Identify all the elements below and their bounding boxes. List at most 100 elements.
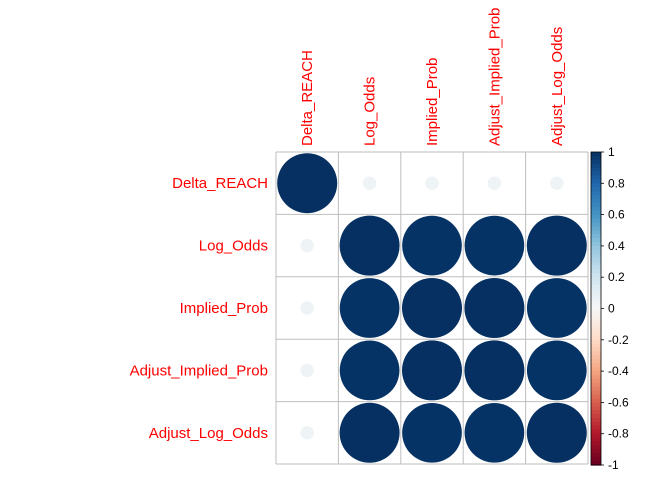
color-legend-band [591,367,601,372]
correlation-cells [277,153,587,463]
color-legend-tick-label: 0.2 [608,270,625,284]
corr-circle-Log_Odds-Adjust_Log_Odds [526,215,587,276]
color-legend-band [591,249,601,255]
color-legend-tick-label: -0.4 [608,364,629,378]
color-legend-band [591,198,601,204]
color-legend-band [591,410,601,415]
color-legend-band [591,355,601,360]
corr-circle-Log_Odds-Delta_REACH [300,238,314,253]
color-legend-band [591,386,601,392]
column-label: Delta_REACH [299,50,316,146]
color-legend-band [591,320,601,325]
color-legend-band [591,308,601,314]
color-legend-tick-label: 0.8 [608,176,625,190]
color-legend-band [591,222,601,227]
color-legend-band [591,441,601,447]
color-legend-band [591,257,601,263]
color-legend-tick-label: 0.6 [608,208,625,222]
color-legend-band [591,195,601,200]
color-legend-band [591,328,601,333]
color-legend-band [591,335,601,341]
color-legend-band [591,187,601,192]
corr-circle-Adjust_Log_Odds-Delta_REACH [300,426,314,440]
corr-circle-Log_Odds-Adjust_Implied_Prob [464,215,525,276]
color-legend-band [591,418,601,423]
corr-circle-Adjust_Implied_Prob-Delta_REACH [300,363,314,378]
color-legend-band [591,390,601,396]
color-legend-band [591,171,601,177]
color-legend-band [591,425,601,431]
color-legend-band [591,226,601,231]
color-legend-band [591,437,601,443]
color-legend-band [591,288,601,294]
color-legend-band [591,461,601,466]
color-legend-band [591,245,601,251]
corr-circle-Delta_REACH-Log_Odds [362,176,377,190]
corr-circle-Implied_Prob-Adjust_Implied_Prob [464,278,525,338]
corr-circle-Implied_Prob-Adjust_Log_Odds [526,278,587,338]
color-legend-band [591,214,601,220]
corr-circle-Adjust_Log_Odds-Implied_Prob [402,402,462,463]
color-legend-band [591,191,601,196]
column-label: Implied_Prob [424,58,441,146]
color-legend-tick-label: -1 [608,458,619,472]
color-legend-band [591,457,601,462]
color-legend-band [591,183,601,188]
color-legend-band [591,351,601,357]
color-legend-band [591,324,601,329]
color-legend-tick-label: 1 [608,145,615,159]
color-legend-band [591,152,601,157]
color-legend-band [591,234,601,239]
color-legend-band [591,414,601,419]
color-legend-band [591,241,601,247]
color-legend-tick-label: -0.8 [608,427,629,441]
color-legend-band [591,429,601,435]
color-legend-band [591,273,601,278]
color-legend-band [591,449,601,454]
row-label: Delta_REACH [172,175,268,192]
color-legend-band [591,175,601,180]
corr-circle-Delta_REACH-Delta_REACH [277,153,338,214]
corr-circle-Delta_REACH-Adjust_Implied_Prob [487,176,502,190]
color-legend: 10.80.60.40.20-0.2-0.4-0.6-0.8-1 [590,145,629,472]
color-legend-band [591,378,601,384]
column-label: Adjust_Log_Odds [549,27,566,146]
corr-circle-Adjust_Implied_Prob-Adjust_Log_Odds [526,340,587,401]
corr-circle-Log_Odds-Log_Odds [339,215,400,276]
color-legend-band [591,433,601,439]
color-legend-band [591,359,601,364]
corr-circle-Delta_REACH-Adjust_Log_Odds [550,176,564,190]
color-legend-band [591,269,601,274]
corr-circle-Implied_Prob-Delta_REACH [300,301,314,315]
color-legend-band [591,343,601,349]
color-legend-tick-label: -0.6 [608,395,629,409]
color-legend-band [591,339,601,345]
corr-circle-Adjust_Log_Odds-Adjust_Log_Odds [526,402,587,463]
row-label: Adjust_Log_Odds [149,425,268,442]
color-legend-tick-label: -0.2 [608,333,629,347]
color-legend-band [591,218,601,224]
color-legend-band [591,206,601,212]
row-label: Adjust_Implied_Prob [130,362,268,379]
color-legend-band [591,304,601,310]
color-legend-band [591,382,601,388]
color-legend-band [591,210,601,216]
color-legend-band [591,179,601,184]
color-legend-band [591,402,601,407]
color-legend-band [591,375,601,380]
color-legend-band [591,155,601,161]
corr-circle-Adjust_Implied_Prob-Adjust_Implied_Prob [464,340,525,401]
color-legend-band [591,167,601,173]
color-legend-band [591,292,601,298]
color-legend-band [591,347,601,353]
corr-circle-Implied_Prob-Log_Odds [339,278,400,338]
corr-circle-Delta_REACH-Implied_Prob [425,176,439,190]
color-legend-band [591,331,601,337]
grid-lines [275,151,589,465]
row-label: Log_Odds [199,238,268,255]
color-legend-band [591,159,601,165]
row-labels: Delta_REACHLog_OddsImplied_ProbAdjust_Im… [130,175,268,442]
corr-circle-Log_Odds-Implied_Prob [402,215,462,276]
color-legend-band [591,163,601,169]
